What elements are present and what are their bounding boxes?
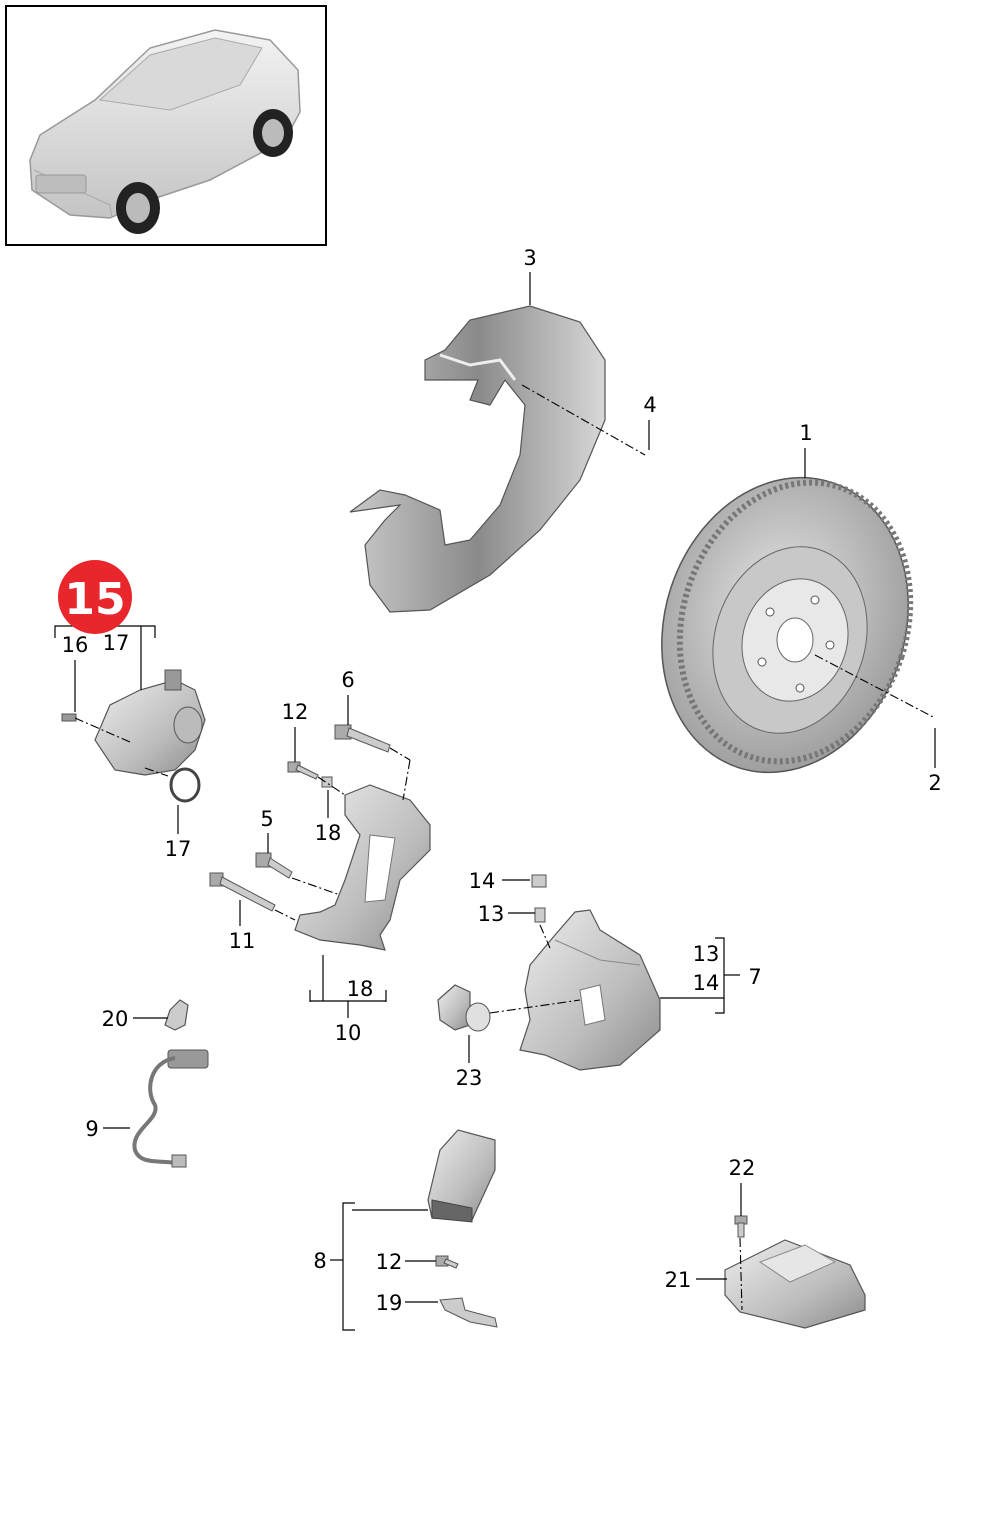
label-screw-12-top[interactable]: 12 xyxy=(282,700,309,724)
badge-circle xyxy=(58,560,132,634)
pad-screw-shape xyxy=(435,1255,459,1269)
label-washer-18-top[interactable]: 18 xyxy=(315,821,342,845)
label-washer-18-bottom[interactable]: 18 xyxy=(347,977,374,1001)
vehicle-thumbnail xyxy=(5,5,327,246)
label-brake-disc[interactable]: 1 xyxy=(799,421,812,445)
motor-screw xyxy=(61,713,77,722)
splash-guard xyxy=(349,305,606,613)
brake-caliper xyxy=(519,909,661,1071)
leader-lines xyxy=(54,272,936,1331)
label-disc-screw[interactable]: 2 xyxy=(928,771,941,795)
screw-22-shape xyxy=(734,1215,748,1238)
bolt-6-shape xyxy=(334,724,391,753)
badge-number: 15 xyxy=(64,574,125,625)
bolt-5-shape xyxy=(255,852,293,879)
bleeder-13-shape xyxy=(534,907,546,923)
label-carrier[interactable]: 10 xyxy=(335,1021,362,1045)
bolt-11-shape xyxy=(209,872,276,912)
o-ring xyxy=(169,767,201,803)
assembly-lines xyxy=(74,384,936,1311)
suv-illustration xyxy=(29,29,301,234)
label-cap-14[interactable]: 14 xyxy=(469,869,496,893)
label-bleeder-13[interactable]: 13 xyxy=(478,902,505,926)
brake-pad xyxy=(427,1129,496,1223)
label-guard-screw[interactable]: 4 xyxy=(643,393,656,417)
spring-19-shape xyxy=(439,1297,498,1328)
label-motor-17[interactable]: 17 xyxy=(103,631,130,655)
label-splash-guard[interactable]: 3 xyxy=(523,246,536,270)
caliper-carrier xyxy=(294,784,431,951)
wear-sensor-cable xyxy=(132,1049,209,1168)
piston-bracket xyxy=(437,984,491,1032)
label-screw-12-bottom[interactable]: 12 xyxy=(376,1250,403,1274)
label-caliper[interactable]: 7 xyxy=(748,965,761,989)
label-bolt-6[interactable]: 6 xyxy=(341,668,354,692)
parking-brake-motor xyxy=(94,669,206,776)
label-wear-sensor[interactable]: 9 xyxy=(85,1117,98,1141)
clip-20-shape xyxy=(164,999,189,1031)
washer-18-shape xyxy=(321,776,333,788)
label-piston-23[interactable]: 23 xyxy=(456,1066,483,1090)
cap-14-shape xyxy=(531,874,547,888)
label-clip-20[interactable]: 20 xyxy=(102,1007,129,1031)
control-unit xyxy=(724,1239,866,1329)
label-screw-22[interactable]: 22 xyxy=(729,1156,756,1180)
section-badge[interactable]: 15 xyxy=(58,560,132,634)
label-screw-16[interactable]: 16 xyxy=(62,633,89,657)
label-bolt-5[interactable]: 5 xyxy=(260,807,273,831)
label-bolt-11[interactable]: 11 xyxy=(229,929,256,953)
label-pad-kit[interactable]: 8 xyxy=(313,1249,326,1273)
label-control-unit-21[interactable]: 21 xyxy=(665,1268,692,1292)
screw-12-shape xyxy=(287,761,319,780)
label-bracket-13[interactable]: 13 xyxy=(693,942,720,966)
label-oring-17[interactable]: 17 xyxy=(165,837,192,861)
part-labels: 3 4 1 2 16 17 17 6 12 18 5 11 18 10 14 1… xyxy=(62,246,942,1315)
label-bracket-14[interactable]: 14 xyxy=(693,971,720,995)
label-spring-19[interactable]: 19 xyxy=(376,1291,403,1315)
brake-disc xyxy=(661,476,914,774)
